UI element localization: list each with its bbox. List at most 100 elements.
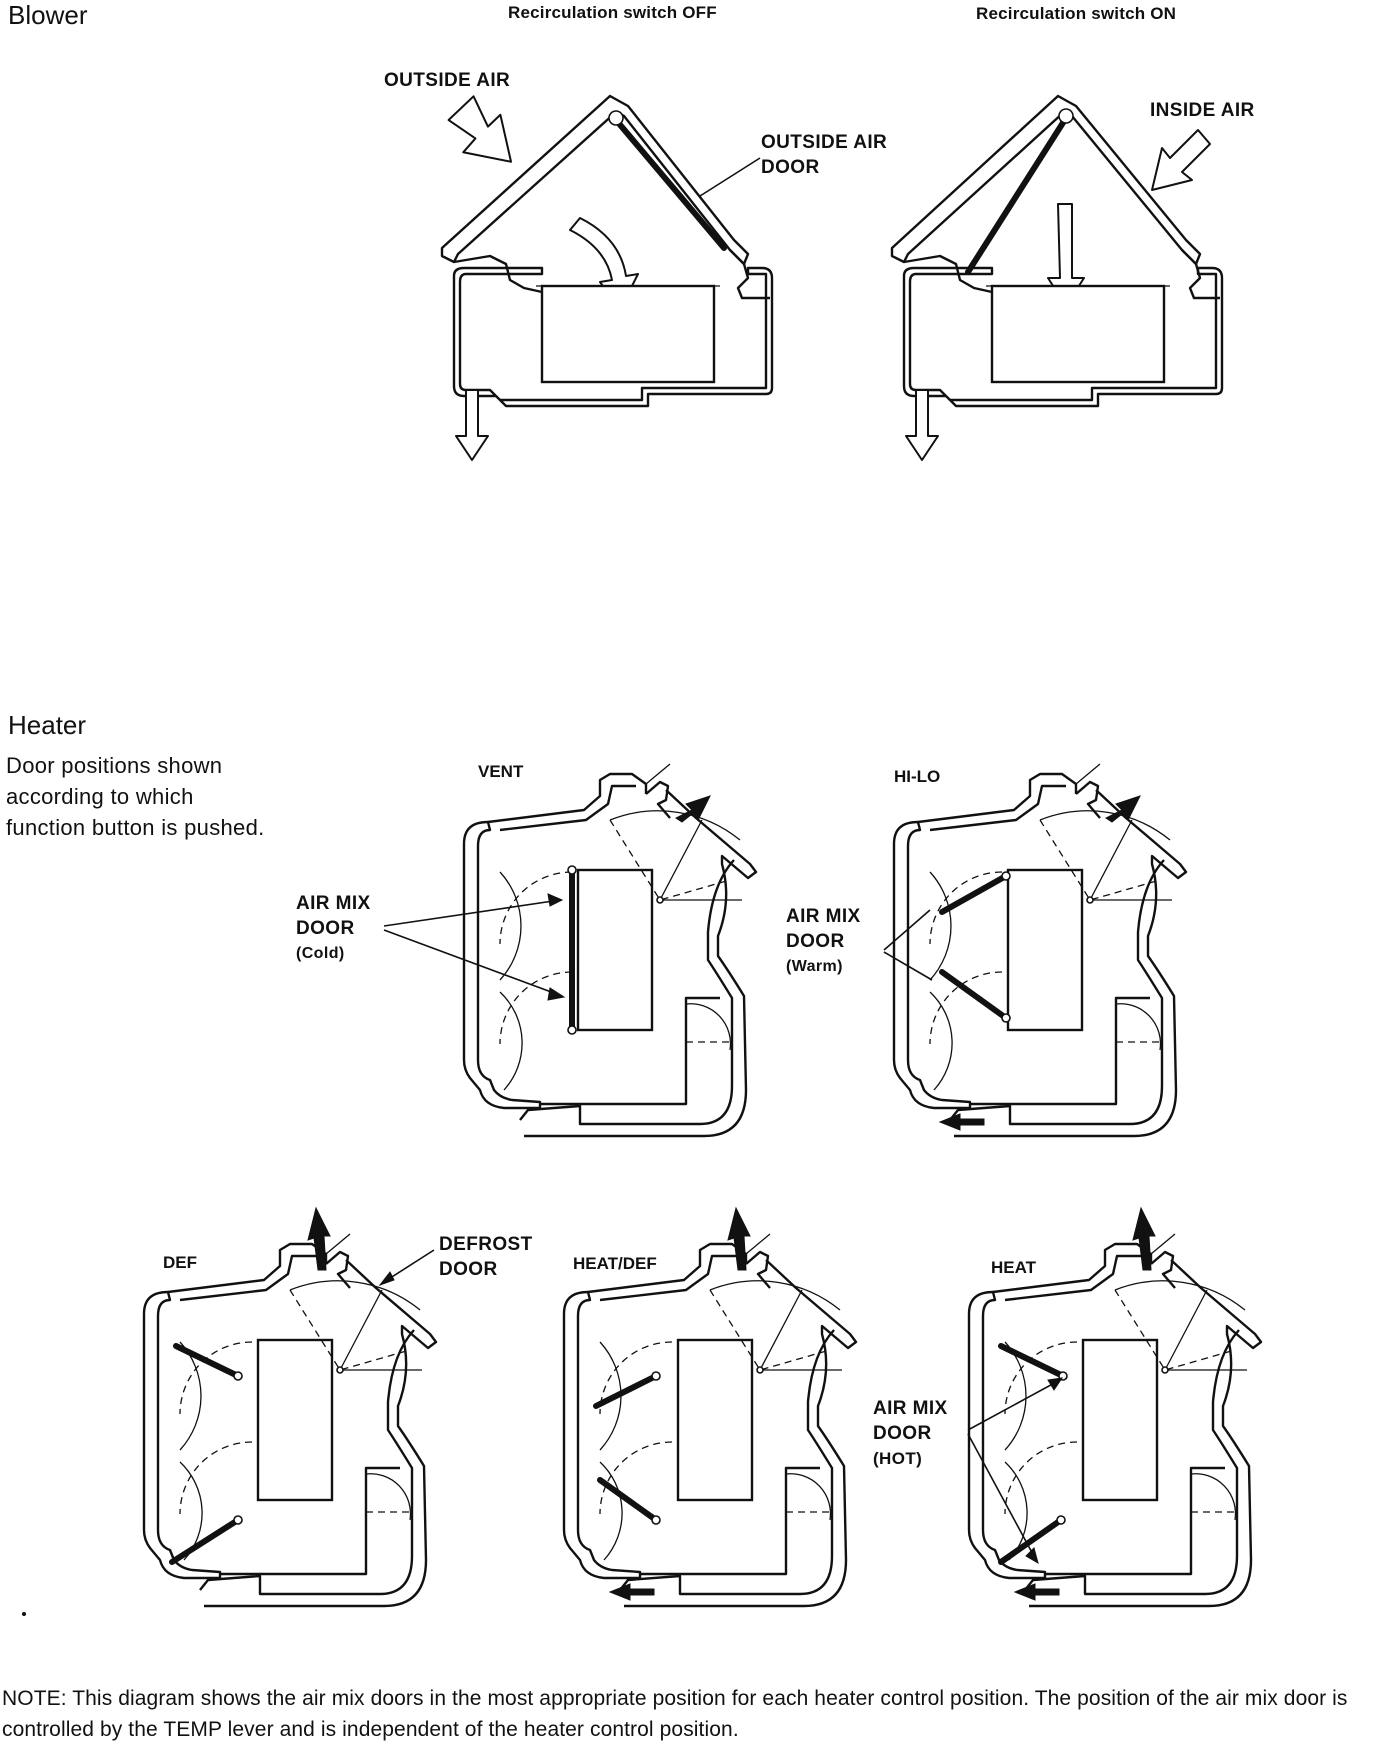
floor-duct xyxy=(220,1466,400,1576)
air-mix-arc-upper xyxy=(499,871,573,945)
heater-diagram-vent xyxy=(462,763,758,1138)
air-mix-sweep-lower xyxy=(599,1461,623,1561)
vent-duct-outer xyxy=(954,789,1188,1138)
air-mix-arc-upper xyxy=(179,1341,253,1415)
housing-top-inner xyxy=(1004,1254,1141,1302)
defrost-outlet-arrow xyxy=(307,1206,331,1271)
floor-door-arc xyxy=(365,1473,412,1521)
defrost-throat xyxy=(1150,1250,1176,1289)
defrost-throat xyxy=(745,1250,771,1289)
heat-air-mix-door-label: AIR MIX DOOR (HOT) xyxy=(873,1398,948,1468)
air-mix-arc-upper xyxy=(599,1341,673,1415)
air-mix-door-pivot-lower xyxy=(1056,1515,1066,1525)
outside-air-inlet-arrow xyxy=(447,95,513,163)
hilo-air-mix-door-label: AIR MIX DOOR (Warm) xyxy=(786,906,861,975)
blower-diagram-recirc-off xyxy=(440,94,774,461)
vent-duct-inner xyxy=(619,1329,835,1596)
housing-top-inner xyxy=(179,1254,316,1302)
inside-air-inlet-arrow xyxy=(1151,129,1211,191)
floor-door-arc xyxy=(785,1473,832,1521)
mode-door-pivot xyxy=(1086,896,1094,904)
defrost-door xyxy=(645,763,671,785)
vent-duct-inner xyxy=(199,1329,415,1596)
air-mix-door-upper xyxy=(939,873,1009,915)
housing-top xyxy=(487,772,648,824)
mode-door-arc xyxy=(289,1280,421,1311)
def-label: DEF xyxy=(163,1253,197,1272)
recirculation-door xyxy=(965,115,1069,275)
floor-duct xyxy=(970,996,1150,1106)
blower-outlet-arrow-off xyxy=(455,389,489,461)
mode-door-line xyxy=(339,1289,383,1371)
vent-duct-inner xyxy=(519,859,735,1126)
vent-duct-outer xyxy=(524,789,758,1138)
heatdef-label: HEAT/DEF xyxy=(573,1254,657,1273)
vent-duct-inner xyxy=(949,859,1165,1126)
heater-diagram-hilo xyxy=(892,763,1188,1138)
floor-outlet-arrow xyxy=(938,1113,985,1131)
mode-door-arc xyxy=(1114,1280,1246,1311)
hilo-label: HI-LO xyxy=(894,767,941,786)
air-mix-door-upper xyxy=(593,1373,659,1409)
vent-air-mix-door-label: AIR MIX DOOR (Cold) xyxy=(296,893,371,962)
mode-door-line xyxy=(1089,819,1133,901)
mode-door-line xyxy=(659,819,703,901)
air-mix-arc-lower xyxy=(1004,1441,1078,1515)
vent-duct-outer xyxy=(1029,1259,1263,1608)
mode-door-arc xyxy=(709,1280,841,1311)
defrost-door xyxy=(745,1233,771,1255)
air-mix-door-lower xyxy=(998,1517,1064,1565)
defrost-outlet-arrow xyxy=(1132,1206,1156,1271)
heater-diagram-def xyxy=(142,1206,438,1608)
defrost-door xyxy=(325,1233,351,1255)
blower-diagram-recirc-on xyxy=(890,94,1224,461)
air-mix-door-pivot-upper xyxy=(1001,871,1011,881)
floor-door-arc xyxy=(1115,1003,1162,1051)
vent-outlet-arrow xyxy=(1105,795,1141,823)
air-mix-arc-lower xyxy=(599,1441,673,1515)
air-mix-sweep-upper xyxy=(929,871,952,981)
mode-door-pivot xyxy=(756,1366,764,1374)
air-mix-arc-upper xyxy=(929,871,1003,945)
defrost-throat xyxy=(645,780,671,819)
floor-outlet-arrow xyxy=(1013,1583,1060,1601)
outside-air-door xyxy=(613,117,727,251)
defrost-throat xyxy=(325,1250,351,1289)
air-mix-door-pivot-lower xyxy=(651,1515,661,1525)
blower-outlet-arrow-on xyxy=(905,389,939,461)
air-mix-sweep-lower xyxy=(499,991,523,1091)
header-recirc-off: Recirculation switch OFF xyxy=(508,3,717,22)
mode-door-pivot xyxy=(1161,1366,1169,1374)
air-mix-door-pivot-upper xyxy=(651,1371,661,1381)
mode-door-pivot xyxy=(656,896,664,904)
floor-outlet-arrow xyxy=(608,1583,655,1601)
air-mix-door-lower xyxy=(939,969,1009,1021)
floor-duct xyxy=(1045,1466,1225,1576)
air-mix-sweep-upper xyxy=(499,871,522,981)
mode-door-arc xyxy=(609,810,741,841)
housing-top-inner xyxy=(929,784,1066,832)
air-mix-door-pivot-lower xyxy=(1001,1013,1011,1023)
floor-duct xyxy=(640,1466,820,1576)
outside-air-label: OUTSIDE AIR xyxy=(384,70,511,91)
floor-door-arc xyxy=(685,1003,732,1051)
housing-top-inner xyxy=(499,784,636,832)
air-mix-door-upper xyxy=(173,1343,241,1379)
housing-top-inner xyxy=(599,1254,736,1302)
vent-duct-outer xyxy=(624,1259,858,1608)
air-mix-arc-lower xyxy=(929,971,1003,1045)
mode-door-line xyxy=(759,1289,803,1371)
vent-label: VENT xyxy=(478,762,524,781)
air-mix-door-pivot-lower xyxy=(233,1515,243,1525)
blower-title: Blower xyxy=(8,0,88,30)
mode-door-arc xyxy=(1039,810,1171,841)
air-mix-sweep-lower xyxy=(929,991,953,1091)
mode-door-pivot xyxy=(336,1366,344,1374)
vent-duct-inner xyxy=(1024,1329,1240,1596)
floor-duct xyxy=(540,996,720,1106)
defrost-throat xyxy=(1075,780,1101,819)
air-mix-arc-lower xyxy=(179,1441,253,1515)
air-mix-arc-lower xyxy=(499,971,573,1045)
air-mix-door-upper xyxy=(998,1343,1066,1379)
